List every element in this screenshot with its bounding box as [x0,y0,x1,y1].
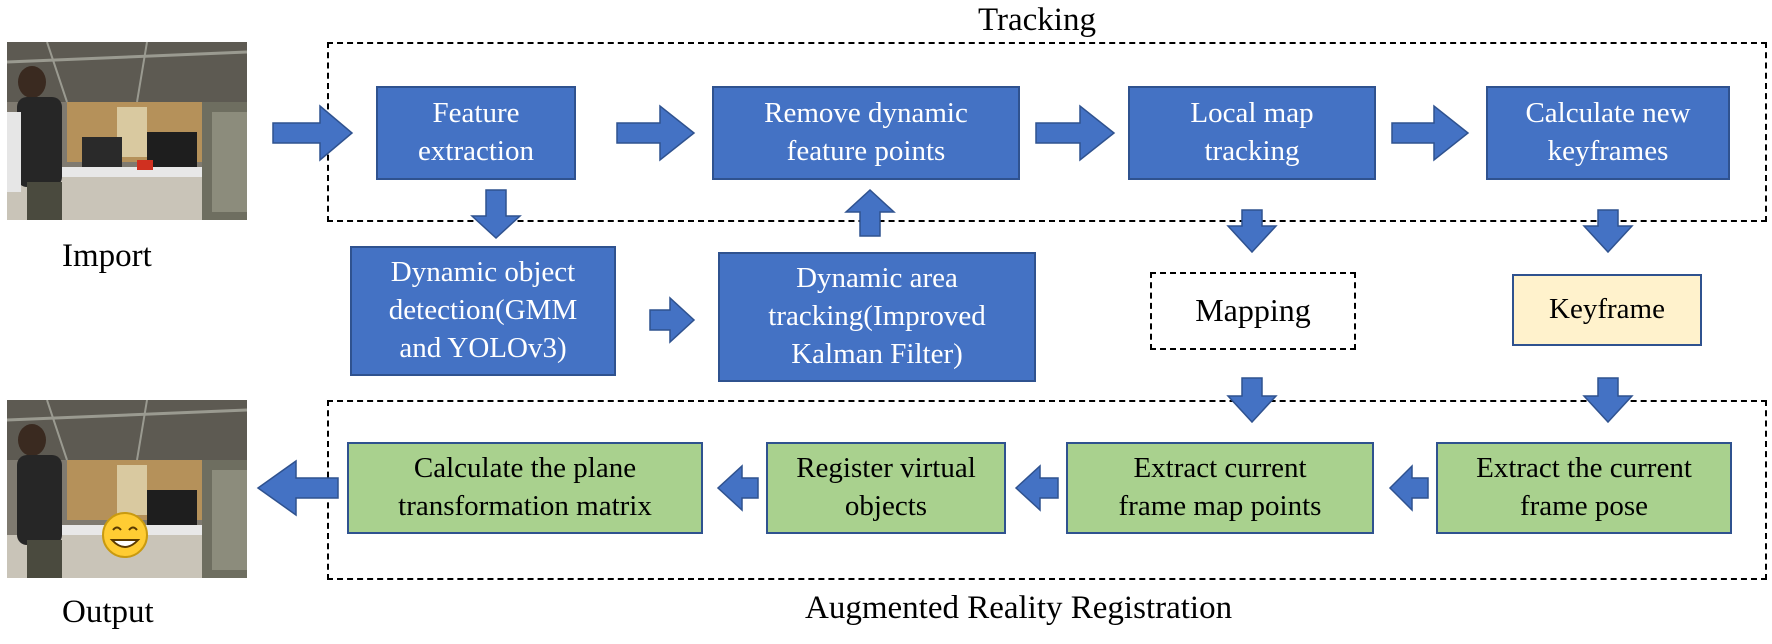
plane-matrix-box: Calculate the plane transformation matri… [347,442,703,534]
arrow-mapping-to-extract-points [1226,377,1278,424]
arrow-feature-to-remove [616,104,696,162]
dynamic-area-tracking-box: Dynamic area tracking(Improved Kalman Fi… [718,252,1036,382]
output-image [7,400,247,578]
feature-extraction-box: Feature extraction [376,86,576,180]
arrow-import-to-feature [272,104,354,162]
arrow-detection-to-area [649,296,696,344]
arrow-keyframes-to-keyframe [1582,209,1634,254]
import-label: Import [62,238,152,274]
arrow-register-to-plane [716,464,759,512]
arrow-plane-to-output [256,459,339,517]
ar-registration-label: Augmented Reality Registration [805,590,1233,626]
keyframe-box: Keyframe [1512,274,1702,346]
local-map-tracking-box: Local map tracking [1128,86,1376,180]
arrow-remove-to-local [1035,104,1116,162]
extract-pose-box: Extract the current frame pose [1436,442,1732,534]
output-label: Output [62,594,154,630]
dynamic-object-detection-box: Dynamic object detection(GMM and YOLOv3) [350,246,616,376]
tracking-label: Tracking [978,2,1096,38]
extract-map-points-box: Extract current frame map points [1066,442,1374,534]
mapping-box: Mapping [1150,272,1356,350]
arrow-pose-to-points [1388,464,1429,512]
remove-dynamic-box: Remove dynamic feature points [712,86,1020,180]
arrow-local-to-keyframes [1391,104,1470,162]
arrow-keyframe-to-extract-pose [1582,377,1634,424]
calculate-keyframes-box: Calculate new keyframes [1486,86,1730,180]
import-image [7,42,247,220]
arrow-points-to-register [1014,464,1059,512]
arrow-area-to-remove [844,188,896,237]
register-virtual-objects-box: Register virtual objects [766,442,1006,534]
arrow-local-to-mapping [1226,209,1278,254]
arrow-feature-to-detection [470,189,522,240]
